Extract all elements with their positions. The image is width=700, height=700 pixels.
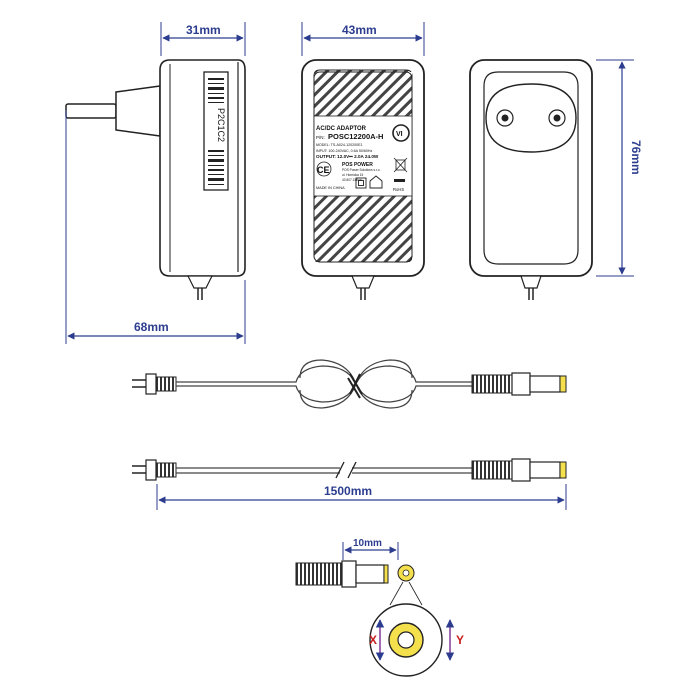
coiled-cable [132, 359, 567, 409]
label-model: POSC12200A-H [328, 132, 383, 141]
label-line-output: OUTPUT: 12.0V⎓ 2.0A 24.0W [316, 154, 379, 159]
svg-text:CE: CE [317, 165, 330, 175]
label-made-in: MADE IN CHINA [316, 186, 345, 190]
label-title: AC/DC ADAPTOR [316, 126, 367, 132]
front-view: AC/DC ADAPTOR P/N: POSC12200A-H MODEL: T… [301, 59, 425, 300]
side-view: P2C1C2 [65, 59, 246, 300]
double-insulation-icon [355, 177, 367, 189]
label-rohs: RoHS [393, 187, 404, 192]
label-model-prefix: P/N: [316, 135, 325, 140]
label-line-model: MODEL: TS-A024-120200E1 [316, 143, 362, 147]
svg-text:VI: VI [396, 131, 403, 138]
dc-plug-detail [295, 560, 389, 588]
label-brand: POS POWER [342, 162, 373, 168]
ce-mark-icon: CE [316, 161, 332, 177]
plug-pin-left [496, 109, 514, 127]
dimension-depth: 31mm [160, 22, 246, 56]
dimension-total-depth-label: 68mm [134, 320, 169, 334]
label-address-1: POS Power Solutions s.r.o. [342, 168, 381, 172]
dimension-y: Y [445, 619, 464, 661]
straight-cable [132, 458, 567, 482]
cable-plug-small [132, 373, 177, 395]
dimension-cable-length-label: 1500mm [324, 484, 372, 498]
dimension-plug-tip-label: 10mm [353, 538, 382, 549]
dc-barrel-plug-top [471, 372, 567, 396]
dimension-width: 43mm [301, 22, 425, 56]
dimension-total-depth: 68mm [65, 110, 246, 344]
side-barcode [208, 78, 224, 185]
side-plug-base [115, 85, 161, 137]
weee-bin-icon [393, 157, 408, 173]
label-address-3: 43 807 Zatkov [342, 178, 363, 182]
efficiency-level-vi-icon: VI [392, 124, 410, 142]
indoor-use-house-icon [369, 175, 383, 189]
dimension-cable-length: 1500mm [156, 484, 567, 510]
dc-barrel-plug-bottom [471, 458, 567, 482]
dimension-x: X [369, 619, 385, 661]
side-sticker-code: P2C1C2 [216, 108, 226, 142]
dimension-y-label: Y [456, 633, 464, 647]
label-line-input: INPUT: 100-240VAC, 0.6A 50/60Hz [316, 149, 372, 153]
dimension-depth-label: 31mm [186, 23, 221, 37]
plug-pin-right [548, 109, 566, 127]
cable-plug-small-2 [132, 459, 177, 481]
label-address-2: ul. Hornicka 15 [342, 173, 363, 177]
side-body [159, 59, 246, 277]
back-view [469, 59, 593, 300]
plug-end-magnified [369, 603, 443, 677]
dimension-plug-tip: 10mm [342, 538, 399, 560]
side-prong [65, 103, 117, 119]
dimension-height: 76mm [596, 59, 643, 277]
dimension-height-label: 76mm [629, 140, 643, 175]
plug-end-small [389, 564, 423, 606]
dimension-width-label: 43mm [342, 23, 377, 37]
euro-plug-face [485, 83, 577, 153]
dimension-x-label: X [369, 633, 377, 647]
